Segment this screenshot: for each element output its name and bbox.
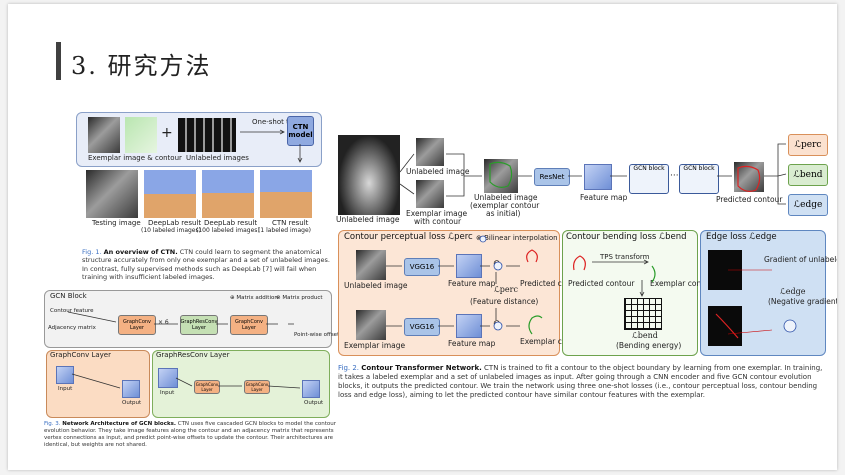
edge-loss-symbol: ℒedge xyxy=(780,287,806,296)
fig2-initial-label-1: Unlabeled image xyxy=(474,193,538,202)
bend-exemplar-contour-label: Exemplar contour xyxy=(650,279,717,288)
fig1-plus-sign: + xyxy=(161,125,173,141)
edge-contour-image xyxy=(708,306,742,346)
fig2-exemplar-with-contour-label: Exemplar image xyxy=(406,209,468,218)
label-deeplab-10-sub: (10 labeled images) xyxy=(141,227,201,234)
graphresconv-inner-conv-2: GraphConv Layer xyxy=(244,380,270,394)
exemplar-image-thumb xyxy=(88,117,120,153)
adjacency-matrix-label: Adjacency matrix xyxy=(48,325,96,331)
fig2-ellipsis: ··· xyxy=(670,171,679,181)
bend-predicted-contour-label: Predicted contour xyxy=(568,279,635,288)
pointwise-offset-label: Point-wise offset xyxy=(294,332,340,338)
deeplab10-result xyxy=(144,170,196,218)
graphconv-input-cube xyxy=(56,366,74,384)
graphconv-output-label: Output xyxy=(122,400,142,406)
perc-exemplar-contour-label: Exemplar contour xyxy=(520,337,587,346)
fig1-caption: Fig. 1. An overview of CTN. CTN could le… xyxy=(82,248,330,282)
vgg16-box-top: VGG16 xyxy=(404,258,440,276)
exemplar-crop-image xyxy=(416,180,444,208)
graphconv-input-label: Input xyxy=(58,386,73,392)
gcn-block-title: GCN Block xyxy=(50,292,87,300)
slide-title: 3. 研究方法 xyxy=(71,52,212,80)
loss-perc-badge: ℒperc xyxy=(788,134,828,156)
feature-map-cube xyxy=(584,164,612,190)
connector-overlay xyxy=(67,129,797,389)
graphresconv-output-label: Output xyxy=(304,400,324,406)
bending-energy-label: (Bending energy) xyxy=(616,341,682,350)
fig1-oneshot-label: One-shot training xyxy=(252,118,314,126)
bending-loss-panel xyxy=(562,230,698,356)
bilinear-interpolation-label: ⊗ Bilinear interpolation xyxy=(476,234,558,242)
label-deeplab-100-sub: (100 labeled images) xyxy=(196,227,260,234)
fig2-initial-label-3: as initial) xyxy=(486,209,521,218)
bend-loss-symbol: ℒbend xyxy=(632,331,658,340)
tps-grid xyxy=(624,298,662,330)
negative-gradient-label: (Negative gradient sum) xyxy=(768,297,837,306)
unlabeled-hand-image xyxy=(338,135,400,215)
unlabeled-stack-thumb xyxy=(178,118,236,152)
graphresconv-layer-panel xyxy=(152,350,330,418)
perc-exemplar-label: Exemplar image xyxy=(344,341,406,350)
graphresconv-input-cube xyxy=(158,368,178,388)
ctn-model-box: CTN model xyxy=(287,116,314,146)
gcn-block-5: GCN block xyxy=(679,164,719,194)
graphresconv-layer-box: GraphResConv Layer xyxy=(180,315,218,335)
fig1-exemplar-label: Exemplar image & contour xyxy=(88,154,182,162)
fig2-caption: Fig. 2. Contour Transformer Network. CTN… xyxy=(338,364,823,400)
perceptual-loss-title: Contour perceptual loss ℒperc xyxy=(344,232,473,242)
perc-predicted-contour-label: Predicted contour xyxy=(520,279,587,288)
exemplar-contour-thumb xyxy=(125,117,157,153)
matrix-product-legend: ⊗ Matrix product xyxy=(276,295,323,301)
title-accent-bar xyxy=(56,42,61,80)
label-deeplab-100: DeepLab result xyxy=(204,219,258,227)
tps-transform-label: TPS transform xyxy=(600,253,650,261)
loss-bend-badge: ℒbend xyxy=(788,164,828,186)
deeplab100-result xyxy=(202,170,254,218)
graphresconv-input-label: Input xyxy=(160,390,175,396)
graphresconv-panel-title: GraphResConv Layer xyxy=(156,351,230,359)
perc-loss-symbol: ℒperc xyxy=(494,285,518,294)
perc-unlabeled-label: Unlabeled image xyxy=(344,281,408,290)
graphconv-output-cube xyxy=(122,380,140,398)
resnet-box: ResNet xyxy=(534,168,570,186)
label-deeplab-10: DeepLab result xyxy=(148,219,202,227)
feature-distance-label: (Feature distance) xyxy=(470,297,539,306)
ctn-model-label: CTN model xyxy=(288,123,313,139)
fig2-unlabeled-image-label: Unlabeled image xyxy=(336,215,400,224)
fig2-feature-map-label: Feature map xyxy=(580,193,628,202)
testing-image xyxy=(86,170,138,218)
graphconv-layer-box-2: GraphConv Layer xyxy=(230,315,268,335)
gcn-block-1: GCN block xyxy=(629,164,669,194)
unlabeled-crop-image xyxy=(416,138,444,166)
fig3-caption: Fig. 3. Network Architecture of GCN bloc… xyxy=(44,421,336,449)
fig2-predicted-contour-label: Predicted contour xyxy=(716,195,783,204)
repeat-count-label: × 6 xyxy=(158,319,169,326)
edge-loss-title: Edge loss ℒedge xyxy=(706,232,777,242)
label-ctn-result-sub: (1 labeled image) xyxy=(258,227,312,234)
slide: 3. 研究方法 Exemplar image & contour + Unlab… xyxy=(8,4,837,470)
perc-feature-map-top-label: Feature map xyxy=(448,279,496,288)
graphresconv-output-cube xyxy=(302,380,320,398)
perc-exemplar-image xyxy=(356,310,386,340)
gradient-unlabeled-label: Gradient of unlabeled image xyxy=(764,255,837,264)
vgg16-box-bottom: VGG16 xyxy=(404,318,440,336)
loss-edge-badge: ℒedge xyxy=(788,194,828,216)
fig1-unlabeled-label: Unlabeled images xyxy=(186,154,249,162)
ctn-result xyxy=(260,170,312,218)
graphconv-panel-title: GraphConv Layer xyxy=(50,351,111,359)
matrix-addition-legend: ⊕ Matrix addition xyxy=(230,295,278,301)
graphconv-layer-box-1: GraphConv Layer xyxy=(118,315,156,335)
fig2-unlabeled-crop-label: Unlabeled image xyxy=(406,167,470,176)
bending-loss-title: Contour bending loss ℒbend xyxy=(566,232,687,242)
fig2-initial-label-2: (exemplar contour xyxy=(470,201,540,210)
perc-feature-map-bottom-label: Feature map xyxy=(448,339,496,348)
label-testing-image: Testing image xyxy=(92,219,141,227)
graphresconv-inner-conv-1: GraphConv Layer xyxy=(194,380,220,394)
label-ctn-result: CTN result xyxy=(272,219,309,227)
perc-unlabeled-image xyxy=(356,250,386,280)
fig2-exemplar-with-contour-label-2: with contour xyxy=(414,217,462,226)
contour-feature-label: Contour feature xyxy=(50,308,94,314)
